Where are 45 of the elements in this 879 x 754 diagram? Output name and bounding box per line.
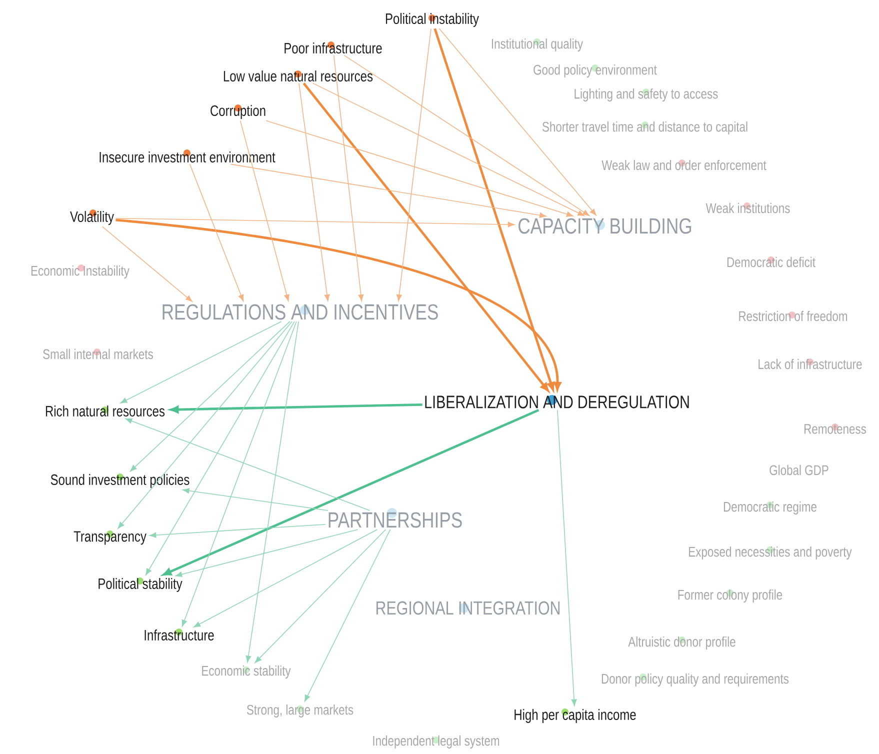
node-label: Transparency [74, 530, 146, 545]
node-label: Lighting and safety to access [574, 88, 718, 102]
node-label: Weak institutions [706, 202, 790, 214]
node-label: Infrastructure [144, 628, 214, 640]
node-label: Weak law and order enforcement [602, 160, 766, 170]
node-label: Democratic regime [724, 501, 816, 514]
node-label: Shorter travel time and distance to capital [542, 121, 748, 134]
arrow [149, 524, 326, 538]
arrow [557, 410, 577, 706]
node-label: Good policy environment [534, 64, 657, 78]
node-label: High per capita income [514, 708, 636, 723]
arrow [125, 418, 370, 511]
node-label: Strong, large markets [246, 704, 354, 718]
node-label: Restriction of freedom [739, 310, 848, 322]
hub-label: CAPACITY BUILDING [518, 218, 692, 234]
node-label: Political instability [386, 13, 479, 27]
hub-label: PARTNERSHIPS [328, 508, 462, 528]
node-label: Democratic deficit [727, 256, 816, 268]
node-label: Former colony profile [678, 589, 782, 602]
node-label: Independent legal system [373, 735, 500, 748]
arrow [175, 529, 358, 578]
node-label: Poor infrastructure [284, 41, 382, 54]
arrow [246, 321, 299, 663]
node-label: Global GDP [770, 464, 828, 476]
node-label: Economic stability [202, 665, 291, 678]
node-label: Altruistic donor profile [628, 636, 736, 650]
arrow [182, 321, 297, 627]
arrow [146, 321, 295, 576]
arrow [182, 488, 328, 511]
arrow [304, 529, 391, 702]
arrow [163, 408, 540, 576]
node-label: Volatility [70, 209, 114, 225]
hub-label: REGIONAL INTEGRATION [376, 601, 560, 615]
node-label: Insecure investment environment [100, 149, 276, 162]
node-label: Donor policy quality and requirements [602, 673, 789, 686]
node-label: Exposed necessities and poverty [689, 546, 852, 560]
node-label: Remoteness [804, 423, 866, 434]
node-label: Sound investment policies [50, 473, 190, 488]
node-label: Lack of infrastructure [758, 358, 862, 370]
node-label: Economic Instability [31, 264, 130, 278]
arrow [254, 529, 386, 663]
arrow [194, 529, 378, 628]
node-label: Low value natural resources [224, 70, 373, 82]
node-label: Corruption [210, 104, 266, 119]
node-label: Political stability [98, 577, 182, 592]
